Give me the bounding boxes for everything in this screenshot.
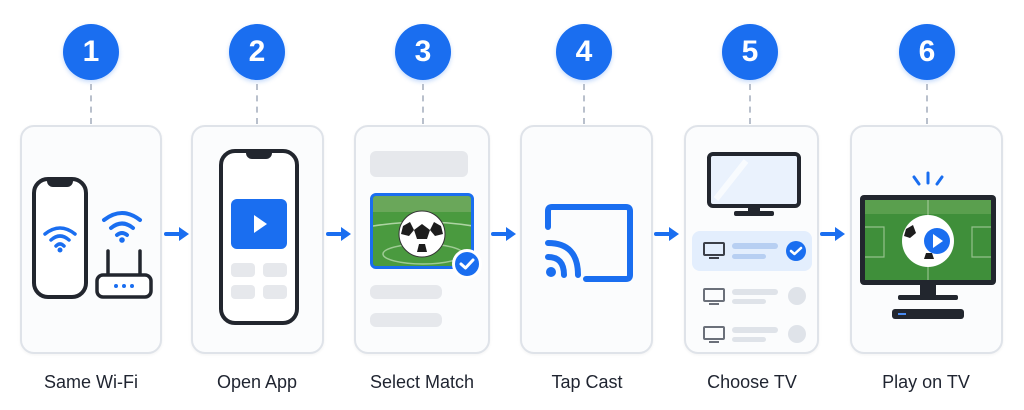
placeholder-bar: [370, 151, 468, 177]
step-1-label: Same Wi-Fi: [44, 372, 138, 392]
tv-list-item-selected[interactable]: [692, 231, 812, 271]
soccer-ball-icon: [398, 210, 446, 258]
phone-icon: [32, 177, 88, 299]
cast-icon: [545, 204, 633, 282]
check-badge-icon: [452, 249, 482, 279]
arrow-right-icon: [164, 227, 189, 241]
placeholder-tile: [263, 263, 287, 277]
placeholder-tile: [231, 263, 255, 277]
step-4-card: [520, 125, 653, 354]
arrow-right-icon: [491, 227, 516, 241]
router-icon: [95, 249, 153, 299]
monitor-icon: [703, 242, 725, 259]
step-5-number-badge: 5: [722, 24, 778, 80]
step-3-card: [354, 125, 490, 354]
arrow-right-icon: [326, 227, 351, 241]
placeholder-tile: [231, 285, 255, 299]
arrow-right-icon: [654, 227, 679, 241]
placeholder-tile: [263, 285, 287, 299]
tv-list-item[interactable]: [692, 281, 812, 313]
monitor-icon: [703, 326, 725, 343]
play-video-icon: [231, 199, 287, 249]
monitor-icon: [703, 288, 725, 305]
step-5-connector: [749, 84, 751, 124]
tv-list-item[interactable]: [692, 319, 812, 351]
step-6-card: [850, 125, 1003, 354]
step-6-number-badge: 6: [899, 24, 955, 80]
step-2-number-badge: 2: [229, 24, 285, 80]
step-1: 1 Same Wi-Fi: [0, 0, 180, 410]
step-5-card: [684, 125, 819, 354]
placeholder-bar: [370, 285, 442, 299]
step-1-card: [20, 125, 162, 354]
phone-icon: [219, 149, 299, 325]
step-2-connector: [256, 84, 258, 124]
step-6-label: Play on TV: [882, 372, 970, 392]
step-2-card: [191, 125, 324, 354]
step-1-connector: [90, 84, 92, 124]
step-3-number-badge: 3: [395, 24, 451, 80]
step-1-number-badge: 1: [63, 24, 119, 80]
step-3-label: Select Match: [369, 372, 475, 392]
radio-circle-icon: [788, 287, 806, 305]
step-4-number-badge: 4: [556, 24, 612, 80]
step-4-label: Tap Cast: [551, 372, 623, 392]
step-4-connector: [583, 84, 585, 124]
router-wifi-icon: [102, 211, 142, 243]
step-6-connector: [926, 84, 928, 124]
arrow-right-icon: [820, 227, 845, 241]
step-2-label: Open App: [216, 372, 298, 392]
broadcast-signal-icon: [912, 171, 944, 186]
placeholder-bar: [370, 313, 442, 327]
radio-circle-icon: [788, 325, 806, 343]
tv-icon: [707, 152, 801, 216]
check-circle-icon: [786, 241, 806, 261]
tv-playing-match-icon: [860, 195, 996, 319]
match-thumbnail: [370, 193, 474, 269]
wifi-icon: [43, 226, 77, 253]
step-3-connector: [422, 84, 424, 124]
step-5-label: Choose TV: [707, 372, 797, 392]
